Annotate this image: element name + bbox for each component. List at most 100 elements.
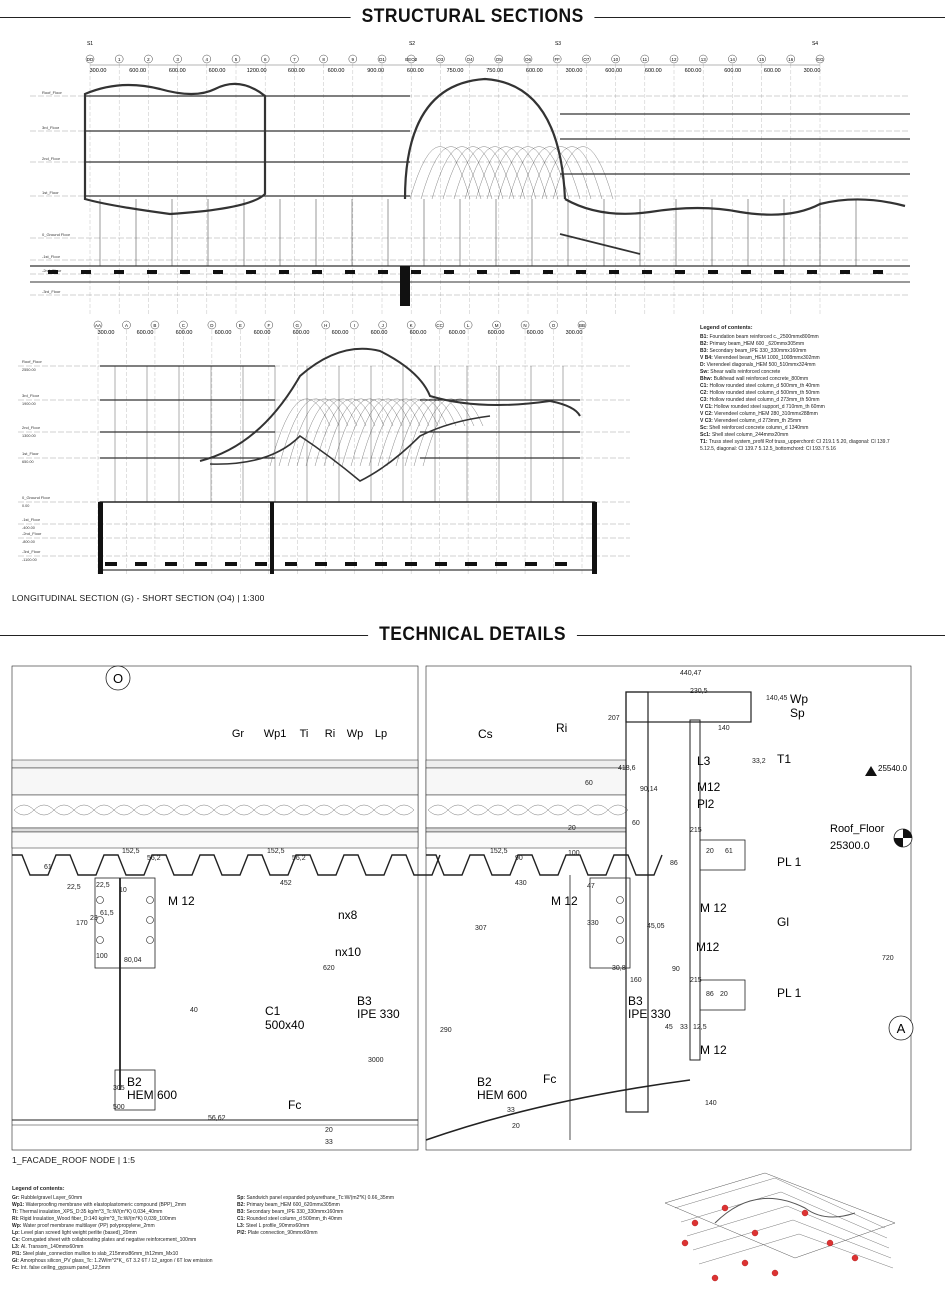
dome-lattice (530, 146, 592, 200)
legend-row: Ri: Rigid Insulation_Wood fiber_D:140 kg… (12, 1216, 242, 1223)
grid-bubble (348, 54, 358, 64)
legend-key: T1: (700, 439, 709, 445)
foundation-block (543, 270, 553, 274)
grid-label: 6 (264, 57, 267, 62)
grid-label: E (239, 323, 242, 328)
plate-pl1 (699, 979, 746, 1011)
dimension-text: 140 (705, 1100, 717, 1107)
roof-layer-left (11, 794, 419, 829)
dimension-text: 60 (632, 820, 640, 827)
roof-layer-right (425, 767, 627, 796)
grid-label: BB (579, 323, 585, 328)
legend-row: V B4: Vierendeel beam_HEM 1000_1008mmx30… (700, 355, 900, 362)
foundation-block (873, 270, 883, 274)
legend-key: V C3: (700, 418, 715, 424)
detail-frame-right (425, 665, 912, 1151)
legend-row: Gl: Amorphous silicon_PV glass_Tc: 1.2W/… (12, 1258, 242, 1265)
grid-label: 7 (293, 57, 296, 62)
grid-bubble (520, 320, 530, 330)
grid-bubble (207, 320, 217, 330)
foundation-block (525, 562, 537, 566)
section-mark: S1 (87, 41, 93, 47)
axo-marker-dot (691, 1219, 699, 1227)
legend-key: B1: (700, 334, 710, 340)
corrugated-deck-left (12, 854, 441, 876)
axonometric-key-drawing (664, 1172, 896, 1282)
grid-label: 11 (642, 57, 647, 62)
legend-text: Hollow rounded steel column_d 500mm_th 5… (709, 390, 820, 396)
legend-text: Rigid Insulation_Wood fiber_D:140 kg/m^3… (20, 1216, 176, 1222)
foundation-block (807, 270, 817, 274)
dimension-text: 440,47 (680, 670, 702, 677)
grid-bubble (406, 54, 416, 64)
dim-text: 600.00 (215, 330, 232, 336)
grid-label: O5 (496, 57, 503, 62)
legend-text: Water proof membrane multilayer (PP) pol… (22, 1223, 155, 1229)
grid-bubble (377, 54, 387, 64)
legend-key: Pl1: (12, 1251, 23, 1257)
dimension-text: 10 (119, 887, 127, 894)
roof-layer-left (11, 767, 419, 796)
bolt (146, 896, 154, 904)
legend-key: C1: (237, 1216, 247, 1222)
section-mark: S4 (812, 41, 818, 47)
dimension-text: 215 (690, 977, 702, 984)
dim-text: 600.00 (328, 68, 345, 74)
dome-lattice (453, 146, 515, 200)
axo-marker-dot (771, 1269, 779, 1277)
dimension-text: 305 (113, 1085, 125, 1092)
dimension-text: 207 (608, 715, 620, 722)
level-value: 1900.00 (22, 402, 36, 406)
level-label: -3rd_Floor (42, 289, 61, 294)
level-label: -2nd_Floor (22, 531, 42, 536)
grid-bubble (406, 320, 416, 330)
legend-row: L3: Steel L profile_90mmx60mm (237, 1223, 407, 1230)
grid-label: O4 (467, 57, 474, 62)
legend-key: Gr: (12, 1195, 21, 1201)
legend-row: D: Vierendeel diagonals_HEM 500_510mmx32… (700, 362, 900, 369)
foundation-block (375, 562, 387, 566)
foundation-block (180, 270, 190, 274)
axo-marker-dot (721, 1204, 729, 1212)
dimension-text: 20 (720, 991, 728, 998)
legend-key: C1: (700, 383, 710, 389)
layer-label: Lp (375, 728, 387, 740)
dim-text: 600.00 (137, 330, 154, 336)
beam-size-b3-right: IPE 330 (628, 1007, 671, 1021)
shell-roof-left (83, 82, 267, 216)
grid-bubble (494, 54, 504, 64)
dome-shell (403, 77, 567, 200)
grid-label: AA (95, 323, 101, 328)
grid-label: 2 (147, 57, 150, 62)
legend-row: V C2: Vierendeel column_HEM 280_310mmx28… (700, 411, 900, 418)
legend-key: V C2: (700, 411, 715, 417)
grid-label: I (354, 323, 355, 328)
legend-key: Cs: (12, 1237, 22, 1243)
bolt-label-m12-bottom: M 12 (700, 1043, 727, 1057)
legend-text: Shell reinforced concrete column_d 1340m… (709, 425, 809, 431)
insulation-loop (393, 804, 415, 816)
foundation-block (510, 270, 520, 274)
axo-floor (686, 1205, 890, 1249)
plate-pl1 (699, 839, 746, 871)
dimension-text: 330 (587, 920, 599, 927)
roof-layer-right (425, 794, 627, 829)
dimension-text: 56,2 (292, 855, 306, 862)
beam-label-b2: B2 (127, 1075, 142, 1089)
dimension-text: 90 (515, 855, 523, 862)
grid-bubble (463, 320, 473, 330)
column-size-c1: 500x40 (265, 1018, 305, 1032)
dim-text: 600.00 (407, 68, 424, 74)
foundation-block (576, 270, 586, 274)
dimension-text: 47 (587, 883, 595, 890)
grid-label: 16 (788, 57, 794, 62)
foundation-block (840, 270, 850, 274)
axo-marker-dot (711, 1274, 719, 1282)
dimension-text: 20 (325, 1127, 333, 1134)
dim-text: 600.00 (685, 68, 702, 74)
dimension-text: 720 (882, 955, 894, 962)
dimension-text: 45 (665, 1024, 673, 1031)
grid-label: 1 (118, 57, 121, 62)
grid-label: 3 (176, 57, 179, 62)
layer-label: Ti (300, 728, 309, 740)
